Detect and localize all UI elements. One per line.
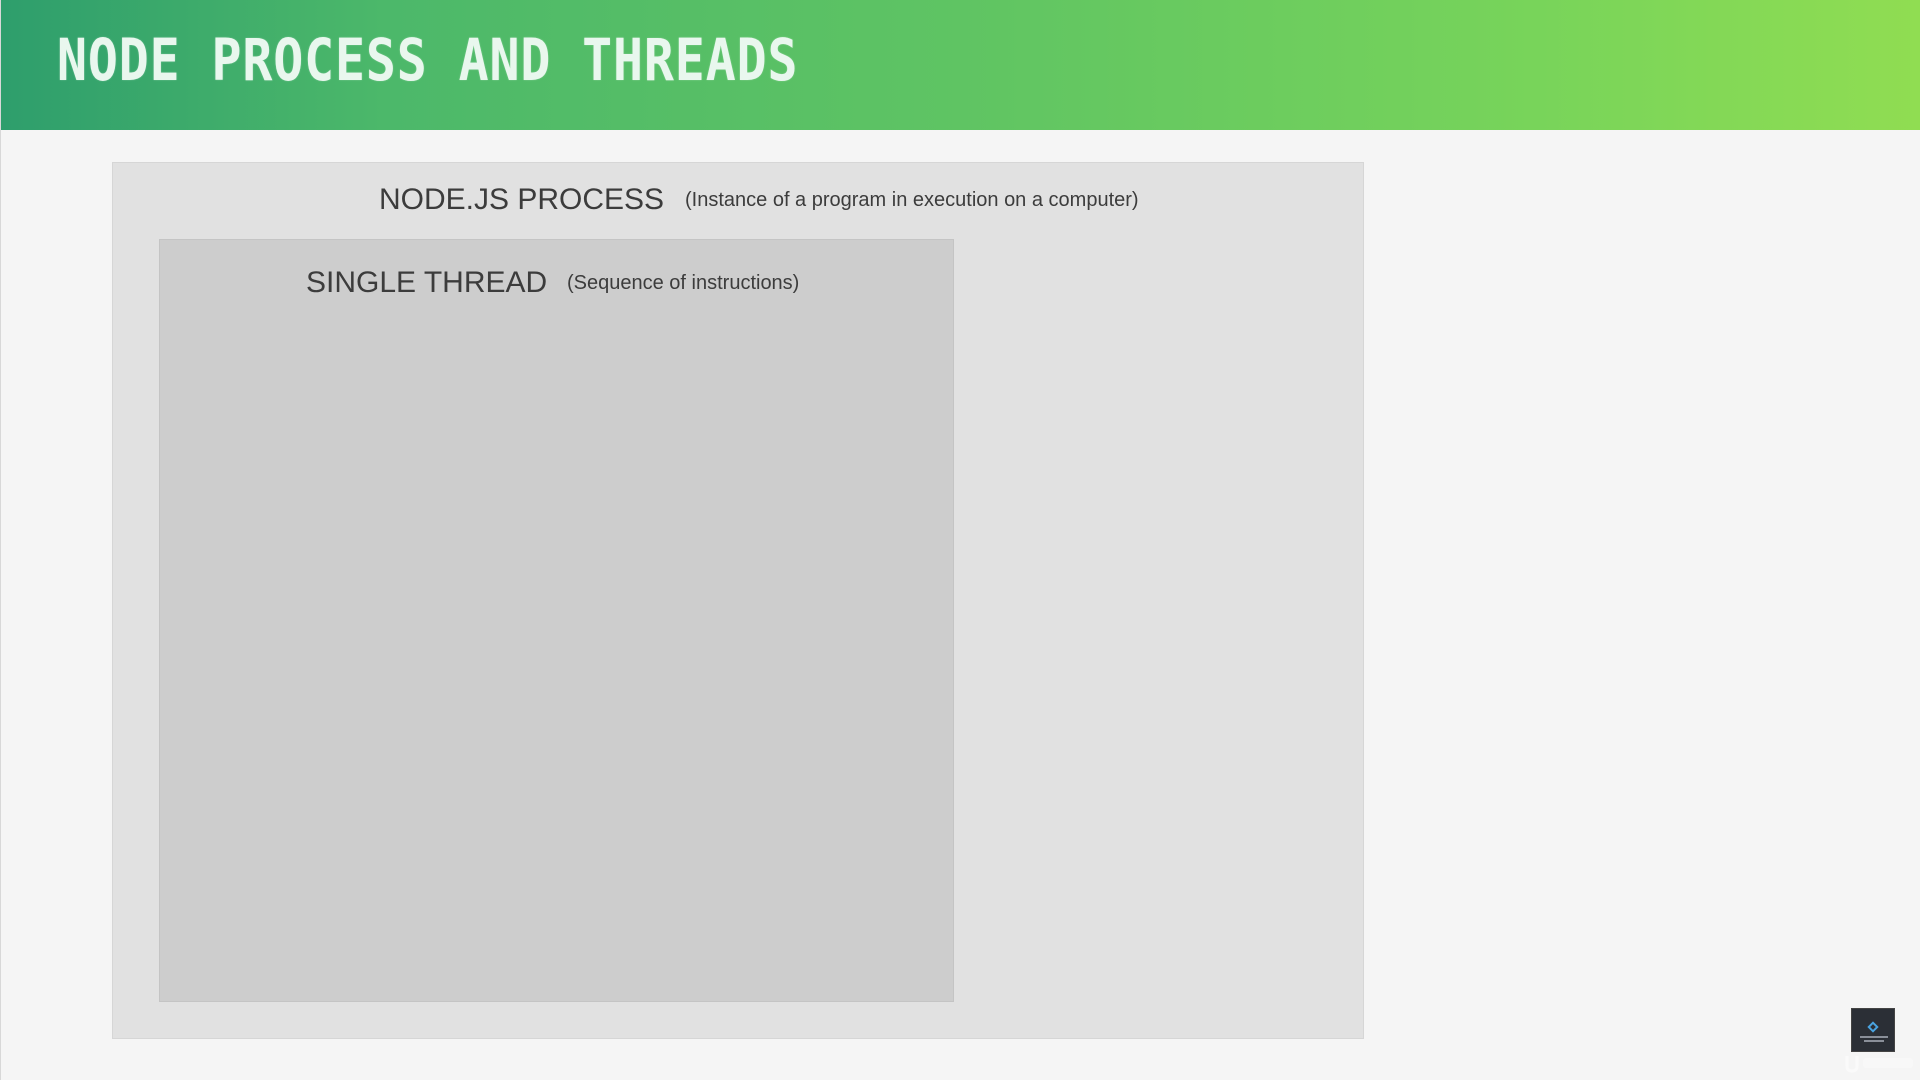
diamond-icon — [1867, 1021, 1879, 1033]
thread-subtitle: (Sequence of instructions) — [567, 272, 800, 294]
header-banner: NODE PROCESS AND THREADS — [1, 0, 1920, 130]
thread-title: SINGLE THREAD — [306, 266, 548, 299]
nodejs-process-box: NODE.JS PROCESS (Instance of a program i… — [112, 162, 1364, 1039]
course-logo-icon — [1851, 1008, 1895, 1052]
single-thread-box: SINGLE THREAD (Sequence of instructions) — [159, 239, 954, 1002]
logo-line — [1860, 1036, 1888, 1038]
slide-title: NODE PROCESS AND THREADS — [57, 26, 799, 94]
udemy-watermark-icon — [1845, 1056, 1913, 1073]
logo-line — [1864, 1040, 1884, 1042]
process-title: NODE.JS PROCESS — [379, 183, 665, 216]
process-subtitle: (Instance of a program in execution on a… — [685, 189, 1139, 211]
